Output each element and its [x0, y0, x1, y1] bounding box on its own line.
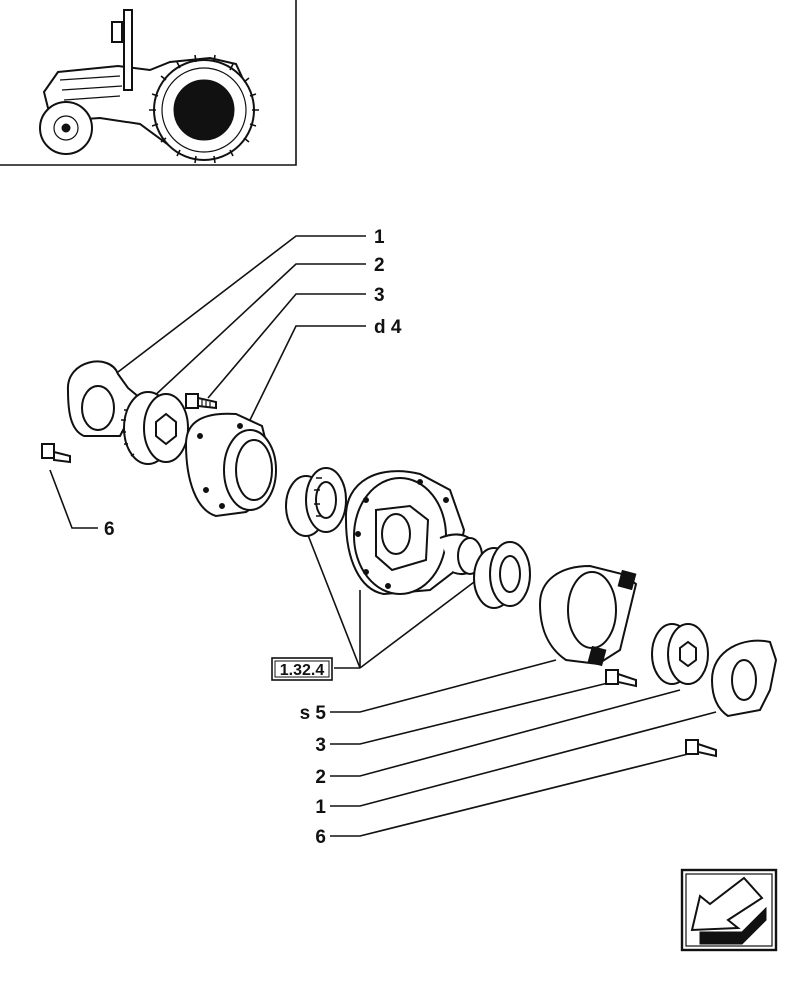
callout-lower-1: 1: [315, 797, 326, 818]
callout-lower-6: 6: [315, 827, 326, 848]
tractor-thumbnail-icon[interactable]: [0, 0, 297, 166]
bolt-lower-2: [685, 739, 717, 758]
callout-upper-4: d 4: [374, 317, 402, 338]
lower-leader-lines: [330, 659, 717, 837]
reference-label: 1.32.4: [280, 662, 325, 679]
callout-upper-6: 6: [104, 519, 115, 540]
callout-upper-3: 3: [374, 285, 385, 306]
flange-ring-upper: [66, 360, 142, 437]
housing-right: [538, 564, 638, 667]
callout-lower-3: 3: [315, 735, 326, 756]
bolt-lower-1: [605, 669, 637, 688]
reference-box[interactable]: 1.32.4: [271, 657, 333, 681]
housing-cover: [184, 412, 277, 518]
flange-ring-lower: [710, 639, 778, 718]
upper-leader-lines: [49, 235, 366, 529]
bearing-right: [473, 541, 531, 609]
callout-upper-1: 1: [374, 227, 385, 248]
bearing-left: [285, 467, 347, 537]
gear-upper: [121, 391, 189, 465]
callout-lower-5: s 5: [300, 703, 327, 724]
differential-housing: [344, 470, 483, 596]
callout-upper-2: 2: [374, 255, 385, 276]
reference-leaders: [305, 529, 491, 669]
bolt-upper: [185, 393, 217, 410]
gear-lower: [651, 623, 709, 685]
navigation-arrow-icon[interactable]: [680, 868, 778, 952]
bolt-left: [41, 443, 71, 464]
callout-lower-2: 2: [315, 767, 326, 788]
